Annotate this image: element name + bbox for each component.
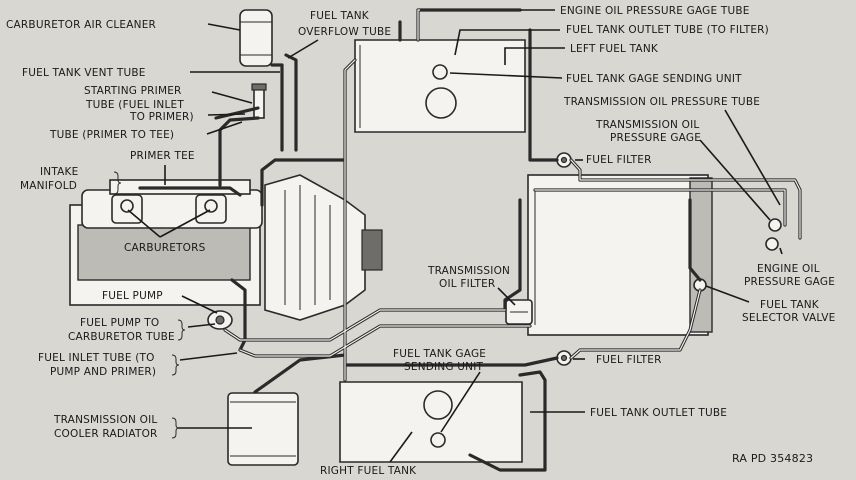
label-primer-tee: PRIMER TEE — [130, 150, 195, 162]
label-tube-primer-to-tee: TUBE (PRIMER TO TEE) — [49, 129, 174, 141]
label-transmission-oil-pressure-gage-1: TRANSMISSION OIL — [595, 119, 699, 131]
label-carburetors: CARBURETORS — [124, 242, 206, 254]
fuel-filter-top — [556, 152, 572, 168]
label-fuel-tank-outlet-tube-to-filter: FUEL TANK OUTLET TUBE (TO FILTER) — [566, 24, 769, 36]
label-fuel-filter-top: FUEL FILTER — [586, 154, 652, 166]
bell-housing — [264, 174, 383, 321]
label-engine-oil-pressure-gage-2: PRESSURE GAGE — [744, 276, 835, 288]
label-transmission-oil-filter-2: OIL FILTER — [439, 278, 495, 290]
carburetor-air-cleaner — [239, 9, 273, 67]
left-fuel-tank — [354, 39, 526, 133]
label-fuel-pump-to-carburetor-tube-2: CARBURETOR TUBE — [68, 331, 175, 343]
fuel-pump — [207, 310, 233, 330]
label-transmission-oil-cooler-radiator-1: TRANSMISSION OIL — [53, 414, 157, 426]
label-fuel-filter-bottom: FUEL FILTER — [596, 354, 662, 366]
label-fuel-tank-overflow-tube-2: OVERFLOW TUBE — [298, 26, 391, 38]
label-intake-manifold-1: INTAKE — [40, 166, 78, 178]
label-fuel-pump-to-carburetor-tube-1: FUEL PUMP TO — [80, 317, 159, 329]
label-transmission-oil-cooler-radiator-2: COOLER RADIATOR — [54, 428, 158, 440]
label-right-fuel-tank: RIGHT FUEL TANK — [320, 465, 417, 477]
label-engine-oil-pressure-gage-tube: ENGINE OIL PRESSURE GAGE TUBE — [560, 5, 750, 17]
label-fuel-tank-overflow-tube-1: FUEL TANK — [310, 10, 370, 22]
transmission-housing — [527, 174, 713, 336]
fuel-filter-bottom — [556, 350, 572, 366]
label-tube-fuel-inlet-to-primer-2: TO PRIMER) — [129, 111, 194, 123]
transmission-oil-filter — [505, 299, 533, 325]
label-engine-oil-pressure-gage-1: ENGINE OIL — [757, 263, 820, 275]
label-fuel-pump: FUEL PUMP — [102, 290, 163, 302]
label-fuel-inlet-tube-1: FUEL INLET TUBE (TO — [38, 352, 155, 364]
label-transmission-oil-filter-1: TRANSMISSION — [427, 265, 510, 277]
label-transmission-oil-pressure-gage-2: PRESSURE GAGE — [610, 132, 701, 144]
engine-oil-pressure-gage — [765, 237, 779, 251]
label-tube-fuel-inlet-to-primer-1: TUBE (FUEL INLET — [85, 99, 184, 111]
label-fuel-inlet-tube-2: PUMP AND PRIMER) — [50, 366, 156, 378]
label-fuel-tank-selector-valve-1: FUEL TANK — [760, 299, 820, 311]
tube-network — [138, 8, 802, 472]
label-fuel-tank-gage-sending-unit-top: FUEL TANK GAGE SENDING UNIT — [566, 73, 742, 85]
label-transmission-oil-pressure-tube: TRANSMISSION OIL PRESSURE TUBE — [563, 96, 760, 108]
transmission-oil-pressure-gage — [768, 218, 782, 232]
transmission-oil-cooler-radiator — [227, 392, 299, 466]
label-braces — [113, 171, 186, 439]
reference-number: RA PD 354823 — [732, 452, 813, 465]
label-fuel-tank-gage-sending-unit-bottom-1: FUEL TANK GAGE — [393, 348, 486, 360]
label-left-fuel-tank: LEFT FUEL TANK — [570, 43, 659, 55]
fuel-tank-gage-sending-unit-bottom — [430, 432, 446, 448]
label-carburetor-air-cleaner: CARBURETOR AIR CLEANER — [6, 19, 156, 31]
fuel-tank-gage-sending-unit-top — [432, 64, 448, 80]
label-fuel-tank-outlet-tube: FUEL TANK OUTLET TUBE — [590, 407, 727, 419]
label-fuel-tank-vent-tube: FUEL TANK VENT TUBE — [22, 67, 146, 79]
label-intake-manifold-2: MANIFOLD — [20, 180, 77, 192]
carburetor-right — [195, 194, 227, 224]
label-starting-primer: STARTING PRIMER — [84, 85, 182, 97]
starting-primer — [251, 83, 267, 119]
right-fuel-tank — [339, 381, 523, 463]
leader-lines — [127, 9, 783, 463]
label-fuel-tank-selector-valve-2: SELECTOR VALVE — [742, 312, 835, 324]
label-fuel-tank-gage-sending-unit-bottom-2: SENDING UNIT — [404, 361, 484, 373]
